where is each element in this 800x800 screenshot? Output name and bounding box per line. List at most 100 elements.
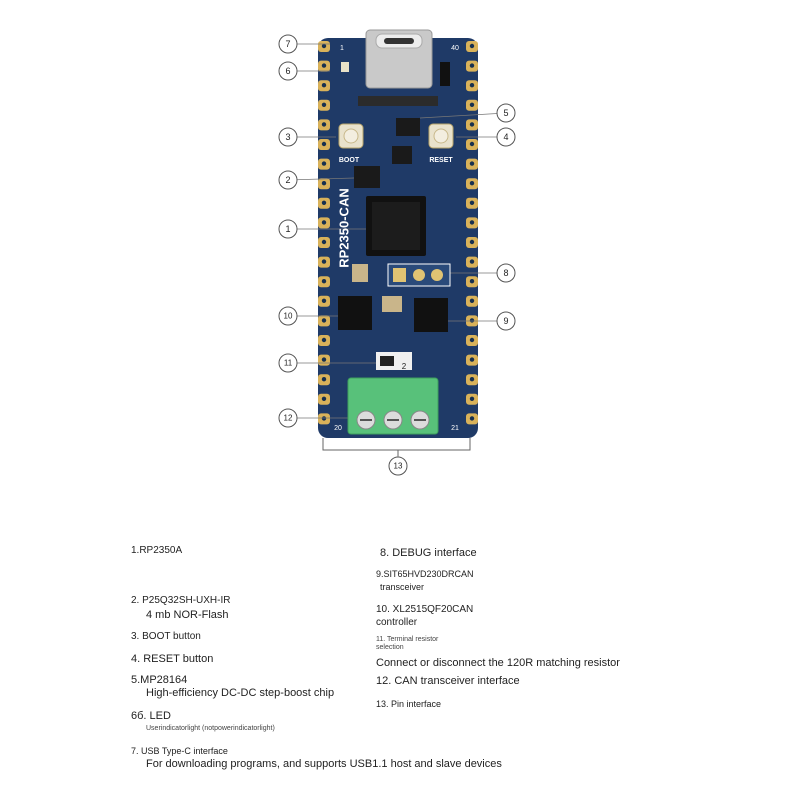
- callout-number-12: 12: [284, 414, 293, 423]
- callout-leader-5: [419, 112, 507, 119]
- callout-circle-12: [278, 408, 298, 428]
- legend-item-6-title: 6б. LED: [131, 710, 171, 722]
- pin-hole-left: [321, 318, 327, 323]
- pin-hole-left: [321, 298, 327, 303]
- diode: [440, 62, 450, 86]
- callout-circle-1: [278, 219, 298, 239]
- pin-hole-right: [469, 357, 475, 362]
- callout-circle-8: [496, 263, 516, 283]
- pin-hole-right: [469, 318, 475, 323]
- pin-number-last: 40: [451, 45, 459, 52]
- pin-hole-left: [321, 102, 327, 108]
- legend-item-7-desc: For downloading programs, and supports U…: [146, 758, 502, 770]
- callout-circle-5: [496, 103, 516, 123]
- reset-button-cap: [433, 128, 449, 144]
- pin-hole-right: [469, 396, 475, 401]
- legend-item-10-desc: controller: [376, 617, 418, 628]
- pin-hole-left: [321, 122, 327, 127]
- pin-hole-left: [321, 396, 327, 401]
- pin-hole-left: [321, 220, 327, 225]
- callout-number-8: 8: [503, 268, 508, 278]
- callout-number-4: 4: [503, 132, 508, 142]
- pin-hole-left: [321, 259, 327, 264]
- pin-hole-right: [469, 239, 475, 245]
- regulator: [392, 146, 412, 164]
- pin-number-bottom-left: 20: [334, 425, 342, 432]
- pin-hole-right: [469, 337, 475, 343]
- crystal: [352, 264, 368, 282]
- pin-hole-left: [321, 200, 327, 205]
- switch-mark: 2: [402, 362, 407, 371]
- pin-hole-right: [469, 259, 475, 264]
- boot-button-cap: [343, 128, 359, 144]
- pin-hole-right: [469, 200, 475, 205]
- pin-hole-left: [321, 43, 327, 49]
- callout-circle-2: [278, 170, 298, 190]
- pin-number-bottom-right: 21: [451, 425, 459, 432]
- debug-pad-1: [393, 268, 406, 282]
- callout-circle-9: [496, 311, 516, 331]
- callout-number-5: 5: [503, 108, 508, 118]
- legend-item-5-desc: High-efficiency DC-DC step-boost chip: [146, 687, 335, 699]
- callout-number-6: 6: [285, 66, 290, 76]
- pin-hole-right: [469, 63, 475, 68]
- callout-circle-7: [278, 34, 298, 54]
- oscillator: [382, 296, 402, 312]
- board-model-label: RP2350-CAN: [336, 188, 351, 267]
- callout-circle-11: [278, 353, 298, 373]
- legend-item-10-title: 10. XL2515QF20CAN: [376, 604, 474, 615]
- legend-item-12: 12. CAN transceiver interface: [376, 675, 520, 687]
- legend-item-9-desc: transceiver: [380, 582, 425, 592]
- pin-hole-right: [469, 377, 475, 382]
- pin-hole-right: [469, 416, 475, 421]
- pin-hole-right: [469, 122, 475, 127]
- rp2350a-die: [372, 202, 420, 250]
- legend-item-1: 1.RP2350A: [131, 545, 183, 556]
- boot-label: BOOT: [339, 157, 360, 164]
- callout-number-3: 3: [285, 132, 290, 142]
- pin-hole-left: [321, 83, 327, 88]
- pin-hole-right: [469, 161, 475, 166]
- legend-item-11-title: 11. Terminal resistor: [376, 636, 439, 643]
- callout-circle-3: [278, 127, 298, 147]
- callout-number-2: 2: [285, 175, 290, 185]
- can-controller-chip: [338, 296, 372, 330]
- callout-number-13: 13: [394, 462, 403, 471]
- led: [341, 62, 349, 72]
- pin-hole-right: [469, 298, 475, 303]
- can-transceiver-chip: [414, 298, 448, 332]
- pin-hole-right: [469, 181, 475, 186]
- pin-hole-left: [321, 181, 327, 186]
- legend-item-7-title: 7. USB Type-C interface: [131, 746, 228, 756]
- component-strip: [358, 96, 438, 106]
- reset-label: RESET: [429, 157, 453, 164]
- callout-number-9: 9: [503, 316, 508, 326]
- pin-hole-right: [469, 43, 475, 49]
- legend-item-3: 3. BOOT button: [131, 631, 201, 642]
- flash-chip: [354, 166, 380, 188]
- debug-pad-2: [413, 269, 425, 281]
- legend-item-9-title: 9.SIT65HVD230DRCAN: [376, 569, 474, 579]
- pin-hole-right: [469, 102, 475, 108]
- debug-pad-3: [431, 269, 443, 281]
- pin-hole-left: [321, 279, 327, 284]
- pin-number-first: 1: [340, 45, 344, 52]
- callout-number-11: 11: [284, 359, 293, 368]
- legend-item-4: 4. RESET button: [131, 653, 214, 665]
- legend-item-2-title: 2. P25Q32SH-UXH-IR: [131, 595, 231, 606]
- dc-dc-chip: [396, 118, 420, 136]
- pin-hole-left: [321, 357, 327, 362]
- callout-number-10: 10: [284, 312, 293, 321]
- callout-circle-4: [496, 127, 516, 147]
- legend-item-13: 13. Pin interface: [376, 699, 442, 709]
- callout-number-7: 7: [285, 39, 290, 49]
- pin-hole-right: [469, 220, 475, 225]
- callout-number-1: 1: [285, 224, 290, 234]
- pin-hole-right: [469, 279, 475, 284]
- pin-hole-right: [469, 83, 475, 88]
- resistor-switch-knob: [380, 356, 394, 366]
- legend-item-5-title: 5.MP28164: [131, 674, 188, 686]
